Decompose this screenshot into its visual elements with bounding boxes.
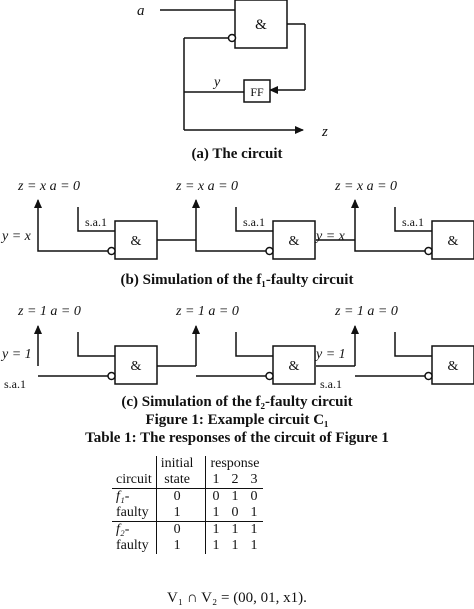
table-cell: 0 bbox=[250, 489, 258, 504]
header-col: 2 bbox=[225, 472, 245, 489]
header-col: 3 bbox=[244, 472, 264, 489]
table-cell: 1 bbox=[231, 489, 239, 504]
caption-c: (c) Simulation of the f₂-faulty circuit bbox=[121, 394, 353, 410]
table-cell: 0 bbox=[173, 522, 181, 537]
table-cell: 0 bbox=[212, 489, 220, 504]
sim-b-fault-label: s.a.1 bbox=[402, 215, 424, 229]
caption-b: (b) Simulation of the f₁-faulty circuit bbox=[120, 272, 354, 288]
sim-c-z-equation: z = 1 a = 0 bbox=[175, 304, 239, 319]
header-circuit: circuit bbox=[112, 472, 157, 489]
sim-b-inverter-bubble bbox=[424, 246, 433, 256]
sim-b-gate bbox=[272, 220, 316, 260]
header-initial: initial bbox=[160, 456, 194, 471]
response-table: initial response circuit state 1 2 3 f₁-… bbox=[112, 456, 352, 554]
sim-b-fault-label: s.a.1 bbox=[85, 215, 107, 229]
sim-b-gate-label: & bbox=[448, 234, 459, 249]
sim-b-y-wire bbox=[354, 240, 425, 252]
header-state: state bbox=[156, 472, 198, 489]
sim-b-y-equation: y = x bbox=[314, 229, 346, 244]
input-a-label: a bbox=[137, 3, 145, 19]
header-response: response bbox=[210, 456, 260, 471]
sim-c-inverter-bubble bbox=[424, 371, 433, 381]
table-cell: 1 bbox=[212, 538, 220, 553]
table-cell: 1 bbox=[156, 505, 198, 522]
sim-c-gate-label: & bbox=[289, 359, 300, 374]
caption-a: (a) The circuit bbox=[191, 146, 283, 162]
table-cell: f₁- bbox=[112, 488, 157, 505]
sim-b-fault-wire bbox=[394, 207, 432, 232]
sim-b-gate-label: & bbox=[289, 234, 300, 249]
sim-c-gate bbox=[272, 345, 316, 385]
table-cell: 1 bbox=[212, 522, 220, 537]
sim-b-z-equation: z = x a = 0 bbox=[334, 179, 397, 194]
table-cell: 1 bbox=[250, 522, 258, 537]
table-cell: faulty bbox=[112, 505, 157, 522]
sim-c-gate bbox=[431, 345, 474, 385]
sim-b-y-wire bbox=[195, 240, 266, 252]
sim-c-y-equation: y = 1 bbox=[314, 347, 346, 362]
figure-caption: Figure 1: Example circuit C₁ bbox=[145, 412, 329, 428]
formula: V₁ ∩ V₂ = (00, 01, x1). bbox=[167, 590, 307, 606]
table-cell: faulty bbox=[112, 538, 157, 554]
sim-b-z-equation: z = x a = 0 bbox=[17, 179, 80, 194]
sim-c-a-wire bbox=[235, 332, 273, 357]
sim-c-y-equation: y = 1 bbox=[0, 347, 32, 362]
table-cell: 1 bbox=[205, 505, 226, 522]
gate-label: & bbox=[255, 17, 267, 33]
sim-c-z-equation: z = 1 a = 0 bbox=[17, 304, 81, 319]
sim-c-gate bbox=[114, 345, 158, 385]
sim-c-inverter-bubble bbox=[265, 371, 274, 381]
inverter-bubble bbox=[227, 33, 237, 43]
table-cell: 1 bbox=[244, 505, 264, 522]
table-cell: f₂- bbox=[112, 521, 157, 538]
flip-flop bbox=[243, 79, 271, 103]
sim-c-inverter-bubble bbox=[107, 371, 116, 381]
table-caption: Table 1: The responses of the circuit of… bbox=[85, 430, 389, 446]
sim-c-z-equation: z = 1 a = 0 bbox=[334, 304, 398, 319]
table-cell: 1 bbox=[250, 538, 258, 553]
table-cell: 0 bbox=[173, 489, 181, 504]
sim-b-gate bbox=[431, 220, 474, 260]
sim-b-z-equation: z = x a = 0 bbox=[175, 179, 238, 194]
sim-b-y-equation: y = x bbox=[0, 229, 32, 244]
sim-b-gate-label: & bbox=[131, 234, 142, 249]
sim-c-a-wire bbox=[394, 332, 432, 357]
sim-b-inverter-bubble bbox=[265, 246, 274, 256]
ff-label: FF bbox=[250, 85, 264, 99]
sim-b-inverter-bubble bbox=[107, 246, 116, 256]
y-label: y bbox=[212, 75, 221, 90]
table-cell: 1 bbox=[231, 522, 239, 537]
sim-c-fault-label: s.a.1 bbox=[320, 377, 342, 391]
table-cell: 1 bbox=[231, 538, 239, 553]
sim-c-gate-label: & bbox=[131, 359, 142, 374]
sim-b-fault-label: s.a.1 bbox=[243, 215, 265, 229]
table-cell: 0 bbox=[225, 505, 245, 522]
sim-b-fault-wire bbox=[235, 207, 273, 232]
z-label: z bbox=[321, 124, 328, 140]
table-cell: 1 bbox=[173, 538, 181, 553]
header-col: 1 bbox=[205, 472, 226, 489]
sim-b-fault-wire bbox=[77, 207, 115, 232]
sim-b-y-wire bbox=[37, 240, 108, 252]
sim-c-gate-label: & bbox=[448, 359, 459, 374]
sim-c-fault-label: s.a.1 bbox=[4, 377, 26, 391]
sim-c-a-wire bbox=[77, 332, 115, 357]
